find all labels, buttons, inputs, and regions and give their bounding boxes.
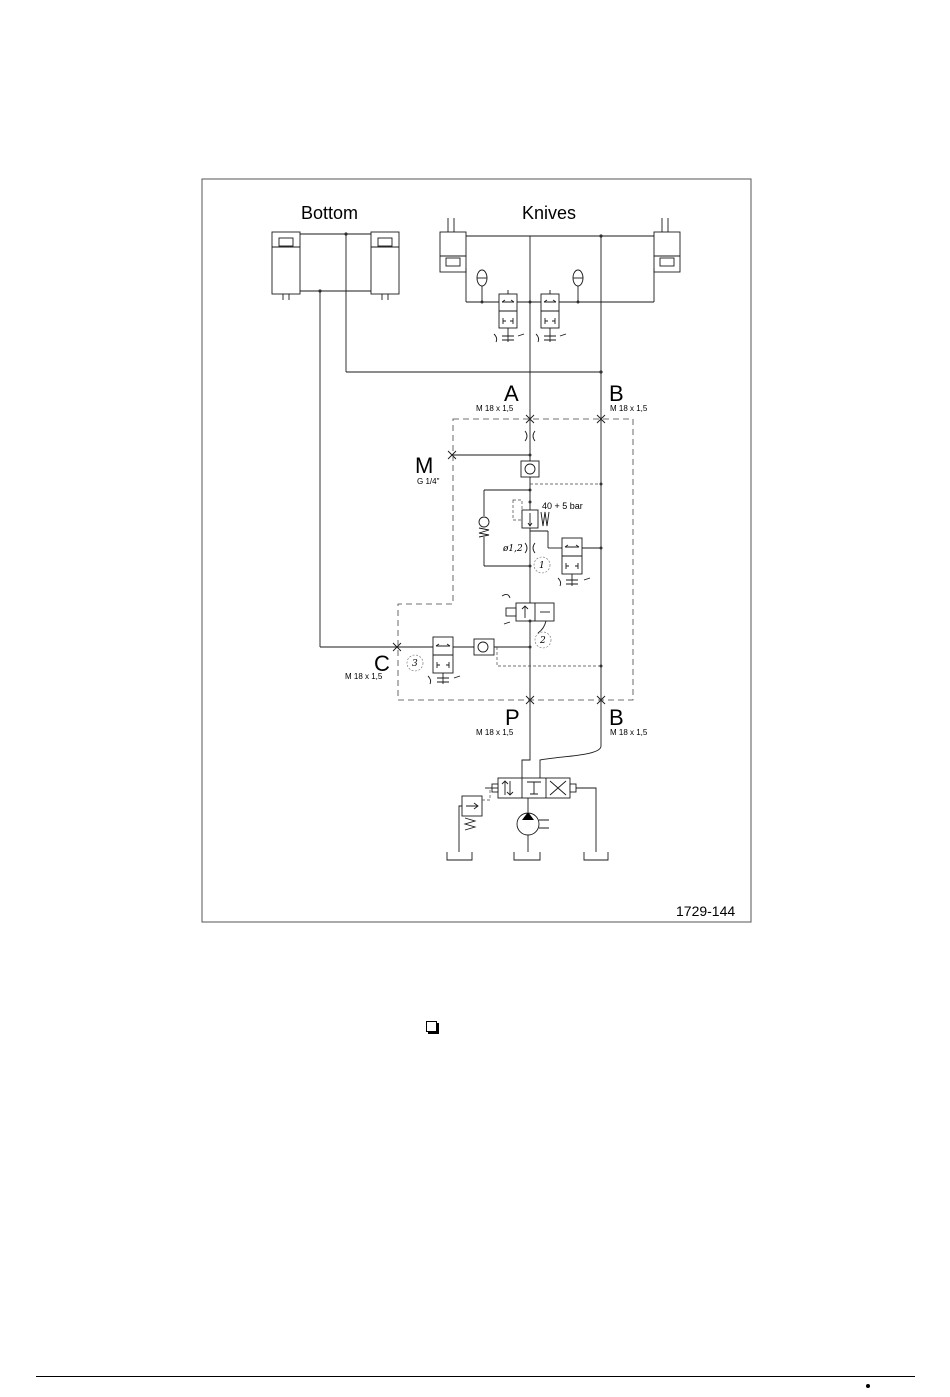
orifice-size: ø1,2 <box>502 544 523 554</box>
port-b-top-label: B <box>609 381 624 406</box>
knife-cylinder-right <box>654 218 680 272</box>
figure-number: 1729-144 <box>676 903 735 919</box>
valve-2 <box>502 594 554 624</box>
label-bottom: Bottom <box>301 203 358 223</box>
check-valve-top <box>521 461 539 477</box>
port-p-thread: M 18 x 1,5 <box>476 728 514 737</box>
knife-cylinder-left <box>440 218 466 272</box>
valve-1-number: 1 <box>539 561 545 571</box>
port-c-thread: M 18 x 1,5 <box>345 672 383 681</box>
footer-rule <box>36 1376 915 1377</box>
port-b-top-thread: M 18 x 1,5 <box>610 404 648 413</box>
knife-valve-right <box>536 294 566 342</box>
accumulator-right <box>573 270 583 302</box>
port-b-bottom-label: B <box>609 705 624 730</box>
pressure-gauge-symbol <box>479 517 489 537</box>
label-knives: Knives <box>522 203 576 223</box>
accumulator-left <box>477 270 487 302</box>
hydraulic-pump <box>517 812 549 835</box>
pressure-setting: 40 + 5 bar <box>542 501 583 511</box>
valve-3 <box>428 637 460 684</box>
port-a-thread: M 18 x 1,5 <box>476 404 514 413</box>
check-valve-bottom <box>474 639 494 655</box>
footer-dot <box>866 1384 870 1388</box>
main-control-valve <box>492 778 576 798</box>
tank-left <box>447 852 472 860</box>
valve-3-number: 3 <box>412 659 418 669</box>
valve-1 <box>558 538 590 586</box>
tank-right <box>584 852 608 860</box>
port-m-thread: G 1/4" <box>417 477 440 486</box>
main-relief-valve <box>462 788 490 830</box>
port-p-label: P <box>505 705 520 730</box>
port-m-label: M <box>415 453 433 478</box>
tank-pump <box>514 852 540 860</box>
bottom-cylinder-left <box>272 232 300 300</box>
bottom-cylinder-right <box>371 232 399 300</box>
port-a-label: A <box>504 381 519 406</box>
valve-2-number: 2 <box>539 636 546 646</box>
knife-valve-left <box>494 294 524 342</box>
port-b-bottom-thread: M 18 x 1,5 <box>610 728 648 737</box>
checkbox-bullet <box>426 1021 437 1032</box>
